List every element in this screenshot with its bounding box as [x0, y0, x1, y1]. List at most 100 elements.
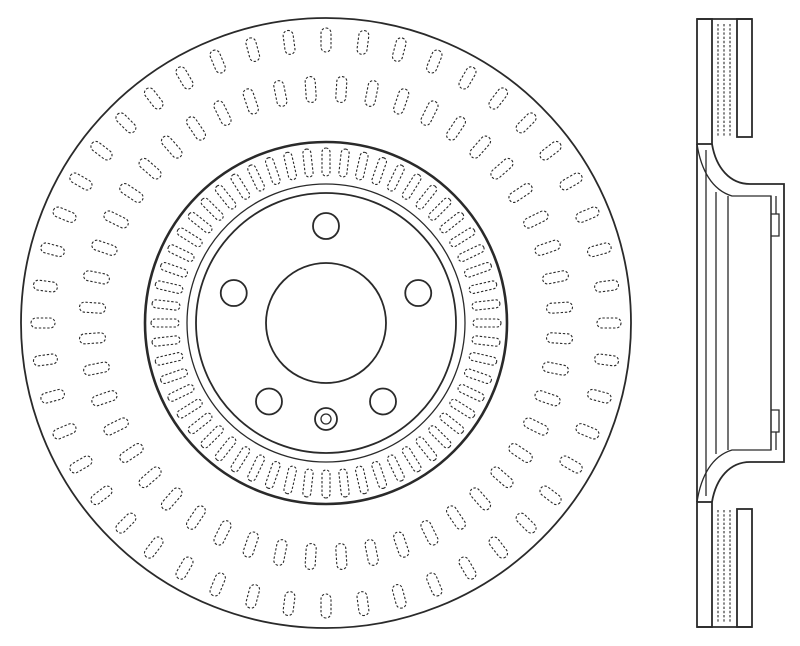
cooling-slot	[119, 183, 144, 203]
cooling-slot	[52, 423, 77, 440]
cooling-slot	[115, 112, 137, 134]
cooling-slot	[214, 184, 237, 210]
cooling-slot	[534, 239, 561, 256]
cooling-slot	[559, 455, 583, 474]
cooling-slot	[209, 49, 226, 74]
cooling-slot	[302, 468, 314, 498]
cooling-slot	[472, 318, 502, 328]
lug-hole	[219, 279, 248, 307]
cooling-slot	[587, 242, 612, 258]
lug-holes	[219, 212, 433, 416]
lug-hole	[404, 279, 433, 307]
cooling-slot	[83, 361, 110, 376]
cooling-slot	[356, 591, 370, 617]
locating-screw-hole	[314, 407, 338, 431]
cooling-slot	[247, 164, 266, 192]
cooling-slot	[471, 335, 501, 347]
cooling-slot	[457, 244, 485, 263]
cooling-slot	[52, 206, 77, 223]
vane-gap-dashes	[717, 24, 731, 622]
cooling-slot	[594, 279, 620, 293]
cooling-slot	[428, 425, 452, 449]
cooling-slot	[596, 317, 622, 329]
cooling-slot	[115, 512, 137, 534]
cooling-slot	[167, 383, 195, 402]
hat-outer-edge	[186, 183, 466, 463]
cooling-slot	[167, 244, 195, 263]
cooling-slot	[594, 353, 620, 367]
cooling-slot	[463, 261, 492, 278]
cooling-slots-inner-ring	[150, 147, 502, 499]
cooling-slot	[304, 75, 317, 104]
rotor-side-section-view	[696, 18, 785, 628]
cooling-slot	[355, 465, 369, 495]
cooling-slot	[458, 556, 477, 580]
cooling-slot	[355, 151, 369, 181]
cooling-slot	[283, 465, 297, 495]
cooling-slot	[209, 572, 226, 597]
cooling-slot	[335, 542, 348, 571]
cooling-slot	[515, 512, 537, 534]
inner-plate-top	[736, 18, 753, 138]
cooling-slot	[449, 227, 476, 248]
cooling-slot	[426, 49, 443, 74]
cooling-slot	[449, 398, 476, 419]
cooling-slot	[78, 301, 107, 314]
cooling-slot	[457, 383, 485, 402]
cooling-slot	[245, 37, 261, 62]
cooling-slot	[90, 485, 113, 506]
cooling-slot	[559, 172, 583, 191]
cooling-slot	[200, 197, 224, 221]
cooling-slot	[32, 279, 58, 293]
cooling-slot	[371, 157, 388, 186]
cooling-slot	[393, 531, 410, 558]
cooling-slot	[335, 75, 348, 104]
cooling-slot	[245, 584, 261, 609]
outer-plate-top	[696, 18, 713, 145]
cooling-slot	[273, 80, 288, 107]
cooling-slot	[151, 299, 181, 311]
cooling-slot	[446, 116, 466, 141]
cooling-slot	[264, 157, 281, 186]
cooling-slot	[415, 184, 438, 210]
cooling-slots-middle-ring	[78, 75, 574, 571]
cooling-slot	[160, 135, 183, 159]
hub-face-edge	[195, 192, 457, 454]
cooling-slot	[200, 425, 224, 449]
cooling-slot	[151, 335, 181, 347]
cooling-slot	[273, 539, 288, 566]
cooling-slot	[160, 368, 189, 385]
cooling-slot	[534, 390, 561, 407]
cooling-slot	[490, 466, 514, 489]
cooling-slot	[187, 412, 213, 435]
cooling-slot	[545, 332, 574, 345]
cooling-slot	[247, 454, 266, 482]
cooling-slot	[545, 301, 574, 314]
cooling-slot	[320, 593, 332, 619]
cooling-slot	[428, 197, 452, 221]
cooling-slot	[338, 468, 350, 498]
cooling-slot	[78, 332, 107, 345]
inner-plate-bottom	[736, 508, 753, 628]
cooling-slot	[302, 148, 314, 178]
cooling-slots-outer-ring	[30, 27, 622, 619]
cooling-slot	[364, 539, 379, 566]
cooling-slot	[439, 412, 465, 435]
cooling-slot	[488, 536, 509, 559]
cooling-slot	[282, 591, 296, 617]
cooling-slot	[386, 164, 405, 192]
cooling-slot	[320, 27, 332, 53]
cooling-slot	[176, 398, 203, 419]
cooling-slot	[458, 66, 477, 90]
cooling-slot	[175, 66, 194, 90]
center-bore	[265, 262, 387, 384]
cooling-slot	[103, 417, 129, 436]
cooling-slot	[83, 270, 110, 285]
cooling-slot	[213, 100, 232, 126]
cooling-slot	[446, 505, 466, 530]
cooling-slot	[490, 157, 514, 180]
cooling-slot	[469, 135, 492, 159]
cooling-slot	[154, 352, 184, 366]
cooling-slot	[119, 443, 144, 463]
